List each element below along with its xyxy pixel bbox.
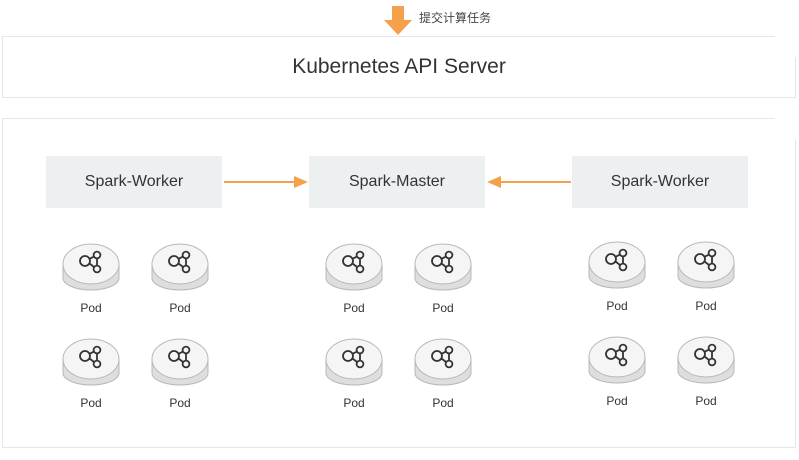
submit-task-label: 提交计算任务	[419, 11, 492, 25]
submit-arrow-icon	[384, 6, 412, 35]
pod-icon	[322, 238, 386, 302]
pod-icon	[585, 236, 649, 300]
spark-worker-right-node: Spark-Worker	[572, 156, 748, 208]
pod-icon	[59, 238, 123, 302]
pod-icon	[674, 236, 738, 300]
pod-label: Pod	[432, 396, 454, 410]
api-server-panel: Kubernetes API Server	[2, 36, 796, 98]
pod-label: Pod	[80, 301, 102, 315]
pod-icon	[674, 331, 738, 395]
pod-right-4: Pod	[674, 331, 738, 413]
spark-master-node: Spark-Master	[309, 156, 485, 208]
pod-label: Pod	[169, 396, 191, 410]
pod-mid-1: Pod	[322, 238, 386, 320]
pod-label: Pod	[169, 301, 191, 315]
pod-right-1: Pod	[585, 236, 649, 318]
pod-label: Pod	[432, 301, 454, 315]
worker-to-master-arrow-right	[487, 176, 571, 188]
pod-right-2: Pod	[674, 236, 738, 318]
pod-label: Pod	[343, 301, 365, 315]
pod-label: Pod	[695, 299, 717, 313]
pod-mid-3: Pod	[322, 333, 386, 415]
pod-label: Pod	[343, 396, 365, 410]
pod-mid-2: Pod	[411, 238, 475, 320]
pod-label: Pod	[606, 394, 628, 408]
pod-icon	[322, 333, 386, 397]
pod-left-4: Pod	[148, 333, 212, 415]
pod-left-3: Pod	[59, 333, 123, 415]
pod-left-2: Pod	[148, 238, 212, 320]
pod-mid-4: Pod	[411, 333, 475, 415]
spark-worker-left-node: Spark-Worker	[46, 156, 222, 208]
pod-icon	[411, 333, 475, 397]
pod-label: Pod	[695, 394, 717, 408]
pod-right-3: Pod	[585, 331, 649, 413]
pod-icon	[59, 333, 123, 397]
pod-icon	[148, 238, 212, 302]
worker-to-master-arrow-left	[224, 176, 308, 188]
pod-icon	[148, 333, 212, 397]
pod-left-1: Pod	[59, 238, 123, 320]
pod-label: Pod	[80, 396, 102, 410]
pod-label: Pod	[606, 299, 628, 313]
api-server-title: Kubernetes API Server	[292, 55, 506, 78]
pod-icon	[585, 331, 649, 395]
pod-icon	[411, 238, 475, 302]
